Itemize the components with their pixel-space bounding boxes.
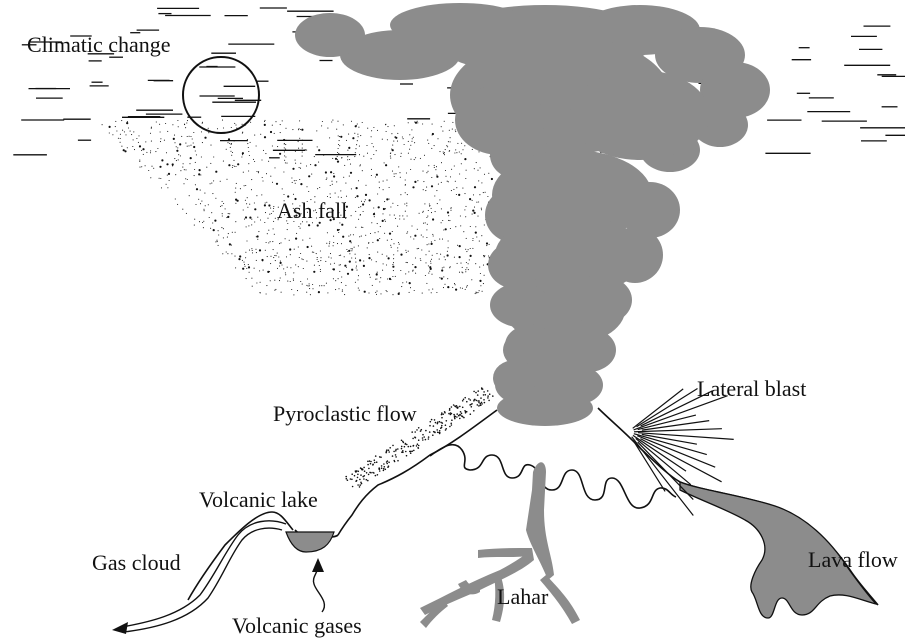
gas-cloud-label: Gas cloud — [92, 552, 181, 574]
lahar-label: Lahar — [497, 586, 548, 608]
volcanic-lake-water — [286, 532, 334, 552]
lateral-blast-label: Lateral blast — [697, 378, 806, 400]
climatic-change-label: Climatic change — [27, 34, 171, 56]
lava-flow-label: Lava flow — [808, 549, 898, 571]
gas-cloud-arrowhead — [112, 622, 128, 634]
eruption-plume — [295, 3, 770, 426]
sun-circle — [183, 57, 259, 133]
volcanic-gases-arrow — [313, 568, 324, 612]
volcanic-lake-label: Volcanic lake — [199, 489, 318, 511]
pyroclastic-flow-label: Pyroclastic flow — [273, 403, 417, 425]
ash-fall-label: Ash fall — [277, 200, 347, 222]
volcanic-gases-arrowhead — [312, 558, 324, 572]
volcanic-gases-label: Volcanic gases — [232, 615, 362, 637]
